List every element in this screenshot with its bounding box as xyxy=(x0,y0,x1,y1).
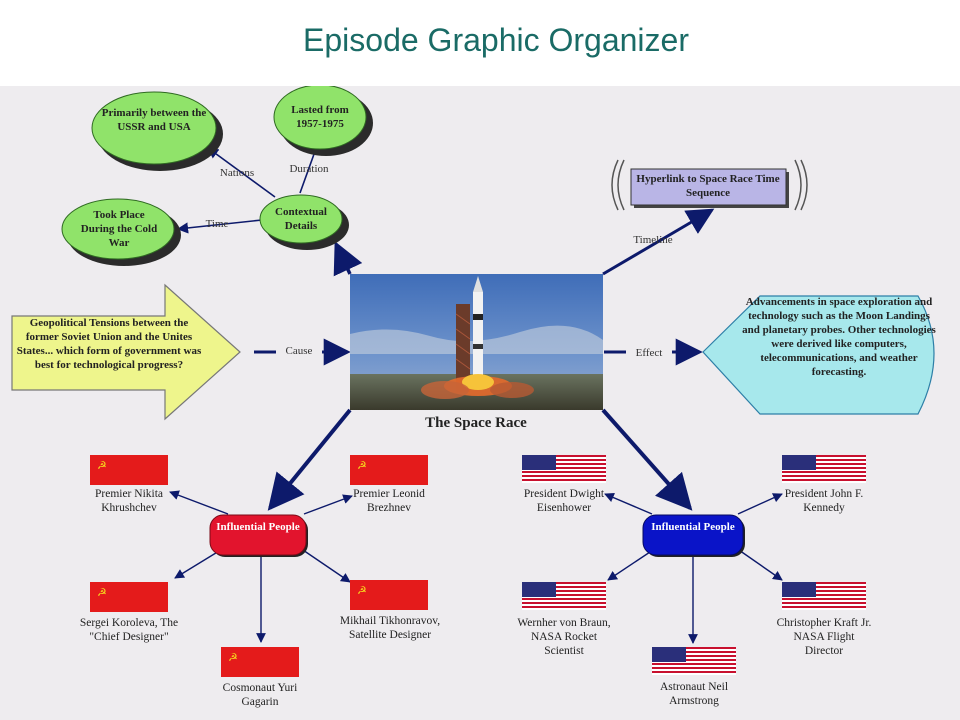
organizer-canvas: ☭ ☭ ☭ ☭ ☭ xyxy=(0,86,960,720)
svg-text:☭: ☭ xyxy=(228,651,238,664)
timeline-box xyxy=(611,159,808,211)
svg-text:☭: ☭ xyxy=(357,459,367,472)
nations-edge-label: Nations xyxy=(219,167,255,179)
svg-text:☭: ☭ xyxy=(97,459,107,472)
time-edge-label: Time xyxy=(205,218,229,230)
organizer-diagram: ☭ ☭ ☭ ☭ ☭ xyxy=(11,86,935,677)
usa-flag-icon xyxy=(782,455,866,483)
nations-bubble-text: Primarily between the USSR and USA xyxy=(101,107,207,133)
contextual-hub-text: Contextual Details xyxy=(275,206,327,232)
time-bubble-text: Took Place During the Cold War xyxy=(80,209,158,249)
ussr-flag-icon: ☭ xyxy=(350,455,428,485)
usa-person-von-braun: Wernher von Braun, NASA Rocket Scientist xyxy=(517,617,611,657)
usa-flag-icon xyxy=(652,647,736,675)
usa-person-eisenhower: President Dwight Eisenhower xyxy=(523,488,605,514)
rocket-launch-image xyxy=(350,274,603,410)
effect-edge-label: Effect xyxy=(626,346,672,360)
usa-hub-label: Influential People xyxy=(651,521,735,533)
usa-flag-icon xyxy=(522,455,606,483)
effect-text: Advancements in space exploration and te… xyxy=(742,296,936,378)
usa-person-armstrong: Astronaut Neil Armstrong xyxy=(659,681,729,707)
timeline-edge-label: Timeline xyxy=(633,234,673,246)
slide-header: Episode Graphic Organizer xyxy=(0,0,960,86)
effect-shape xyxy=(702,295,935,415)
ussr-person-brezhnev: Premier Leonid Brezhnev xyxy=(353,488,425,514)
ussr-person-khrushchev: Premier Nikita Khrushchev xyxy=(94,488,164,514)
center-topic-label: The Space Race xyxy=(425,415,527,431)
usa-flags xyxy=(522,455,866,675)
ussr-person-tikhonravov: Mikhail Tikhonravov, Satellite Designer xyxy=(339,615,441,641)
people-hubs xyxy=(209,514,745,557)
usa-flag-icon xyxy=(522,582,606,610)
ussr-hub-label: Influential People xyxy=(216,521,300,533)
ussr-flag-icon: ☭ xyxy=(90,455,168,485)
timeline-hyperlink[interactable]: Hyperlink to Space Race Time Sequence xyxy=(636,173,780,199)
duration-edge-label: Duration xyxy=(289,163,329,175)
cause-arrow-shape xyxy=(11,283,241,421)
usa-person-kennedy: President John F. Kennedy xyxy=(784,488,864,514)
ussr-flag-icon: ☭ xyxy=(221,647,299,677)
duration-bubble-text: Lasted from 1957-1975 xyxy=(291,104,349,130)
svg-text:☭: ☭ xyxy=(357,584,367,597)
ussr-flags: ☭ ☭ ☭ ☭ ☭ xyxy=(90,455,428,677)
usa-person-kraft: Christopher Kraft Jr. NASA Flight Direct… xyxy=(776,617,872,657)
ussr-person-koroleva: Sergei Koroleva, The "Chief Designer" xyxy=(79,617,179,643)
ussr-person-gagarin: Cosmonaut Yuri Gagarin xyxy=(222,682,298,708)
ussr-flag-icon: ☭ xyxy=(90,582,168,612)
slide-title: Episode Graphic Organizer xyxy=(303,22,689,58)
ussr-flag-icon: ☭ xyxy=(350,580,428,610)
cause-edge-label: Cause xyxy=(276,344,322,358)
cause-text: Geopolitical Tensions between the former… xyxy=(16,317,202,371)
usa-flag-icon xyxy=(782,582,866,610)
context-bubbles xyxy=(61,86,373,266)
svg-text:☭: ☭ xyxy=(97,586,107,599)
